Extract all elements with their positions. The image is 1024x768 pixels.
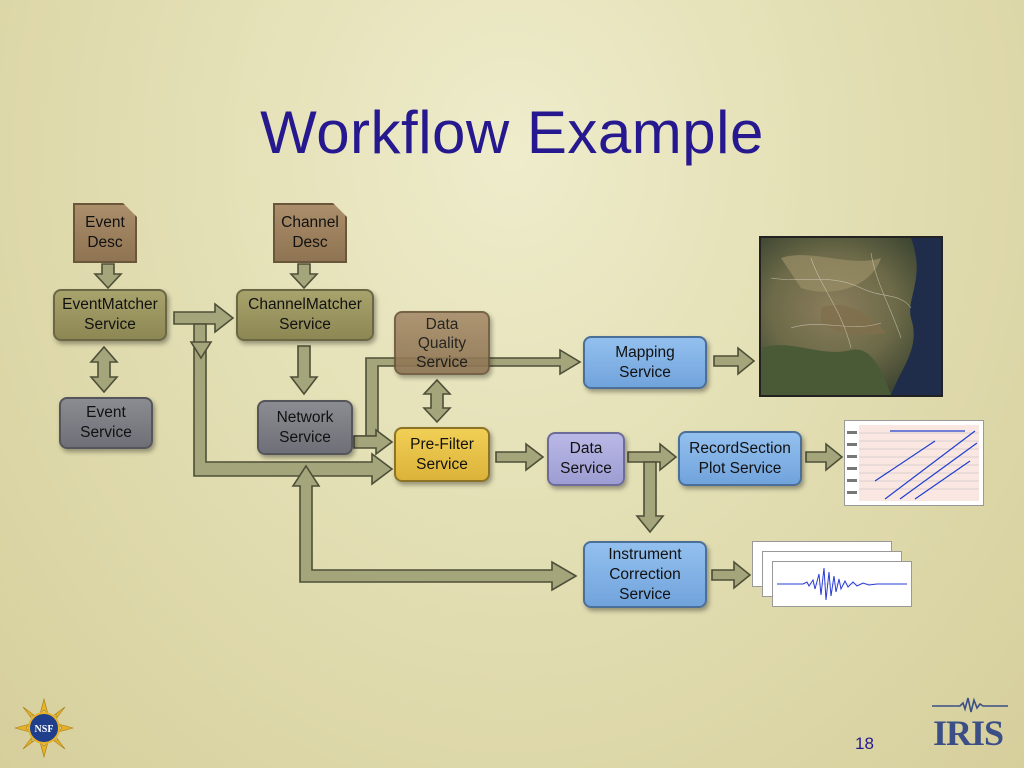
network-service-label: Network Service — [276, 408, 334, 446]
page-title: Workflow Example — [260, 99, 764, 166]
channelmatcher-service-label: ChannelMatcher Service — [248, 296, 362, 333]
prefilter-service-node: Pre-Filter Service — [394, 427, 490, 482]
nsf-logo-text: NSF — [35, 724, 54, 735]
arrow-instrument-to-traces — [711, 560, 752, 590]
arrow-network-to-prefilter — [353, 428, 394, 456]
arrow-channelmatcher-to-network — [289, 345, 319, 396]
record-section-plot-image — [844, 420, 984, 506]
event-service-label: Event Service — [80, 404, 132, 441]
arrow-eventmatcher-to-prefilter — [193, 323, 394, 486]
arrow-eventdesc-to-eventmatcher — [93, 263, 123, 290]
iris-seismic-trace — [932, 697, 1008, 713]
page-number: 18 — [855, 734, 874, 753]
channelmatcher-service-node: ChannelMatcher Service — [236, 289, 374, 341]
arrow-eventmatcher-event-service — [89, 345, 119, 394]
record-section-graphic — [847, 425, 979, 501]
data-quality-service-label: Data Quality Service — [416, 315, 468, 371]
event-desc-doc: Event Desc — [73, 203, 137, 263]
network-service-node: Network Service — [257, 400, 353, 455]
seismogram-front-sheet — [772, 561, 912, 607]
arrow-data-to-recordsection — [627, 442, 678, 472]
event-service-node: Event Service — [59, 397, 153, 449]
arrow-data-to-instrument — [635, 461, 665, 534]
arrow-network-to-mapping — [354, 348, 582, 437]
instrument-correction-service-node: Instrument Correction Service — [583, 541, 707, 608]
arrow-dataquality-prefilter — [422, 378, 452, 424]
data-service-node: Data Service — [547, 432, 625, 486]
nsf-logo-graphic: NSF — [13, 697, 75, 759]
arrow-prefilter-to-data — [495, 442, 545, 472]
channel-desc-label: Channel Desc — [281, 214, 339, 251]
prefilter-service-label: Pre-Filter Service — [410, 435, 474, 473]
mapping-service-node: Mapping Service — [583, 336, 707, 389]
channel-desc-doc: Channel Desc — [273, 203, 347, 263]
arrow-eventmatcher-to-channelmatcher — [173, 302, 235, 334]
event-desc-label: Event Desc — [85, 214, 125, 251]
satellite-map-image — [759, 236, 943, 397]
iris-logo — [930, 694, 1010, 754]
arrow-recordsection-to-plot — [805, 442, 844, 472]
eventmatcher-service-label: EventMatcher Service — [62, 296, 158, 333]
arrow-eventmatcher-branch-down — [189, 341, 213, 360]
data-quality-service-node: Data Quality Service — [394, 311, 490, 375]
mapping-service-label: Mapping Service — [615, 343, 675, 381]
instrument-correction-service-label: Instrument Correction Service — [608, 545, 682, 603]
arrow-mapping-to-map — [713, 346, 756, 376]
data-service-label: Data Service — [560, 440, 612, 477]
arrow-network-to-instrument — [291, 464, 578, 592]
nsf-logo: NSF — [13, 697, 75, 759]
recordsection-plot-service-node: RecordSection Plot Service — [678, 431, 802, 486]
map-terrain-graphic — [761, 238, 941, 395]
arrow-channeldesc-to-channelmatcher — [289, 263, 319, 290]
seismogram-trace-graphic — [777, 567, 907, 601]
recordsection-plot-service-label: RecordSection Plot Service — [689, 439, 791, 477]
eventmatcher-service-node: EventMatcher Service — [53, 289, 167, 341]
iris-logo-text: IRIS — [933, 713, 1004, 753]
